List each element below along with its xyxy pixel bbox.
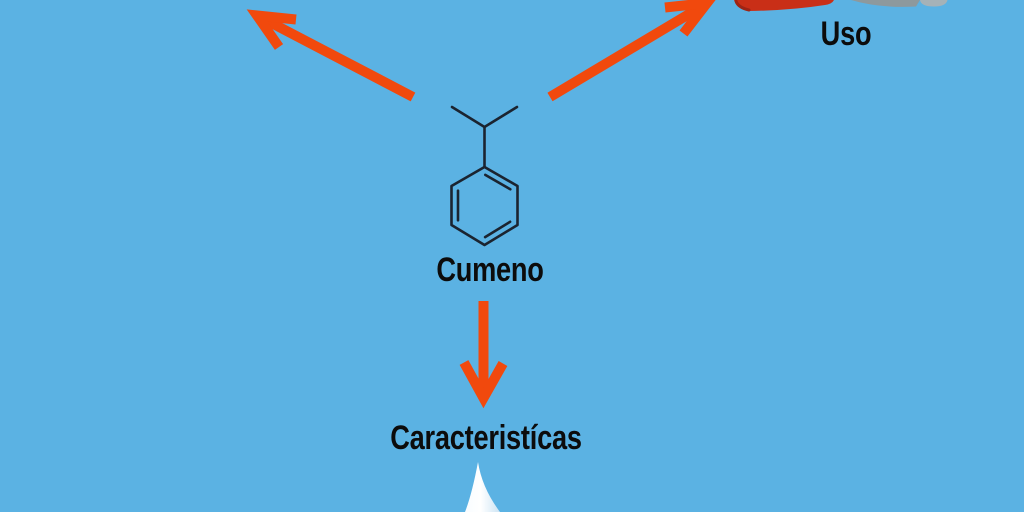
cumene-structure-icon — [450, 105, 519, 247]
double-bond-1 — [484, 173, 512, 191]
water-drop-icon — [465, 462, 500, 512]
benzene-ring — [450, 165, 519, 247]
airplane-icon — [851, 0, 948, 7]
arrow-to-uso — [547, 0, 716, 102]
arrow-to-caracteristicas — [459, 301, 508, 409]
caracteristicas-label: Caracteristícas — [390, 419, 582, 457]
arrow-to-upper-left — [246, 9, 416, 102]
double-bond-3 — [483, 220, 512, 239]
uso-label: Uso — [820, 15, 872, 53]
isopropyl-group — [450, 105, 519, 129]
fuel-can-icon — [734, 0, 834, 12]
cumeno-label: Cumeno — [436, 251, 544, 289]
